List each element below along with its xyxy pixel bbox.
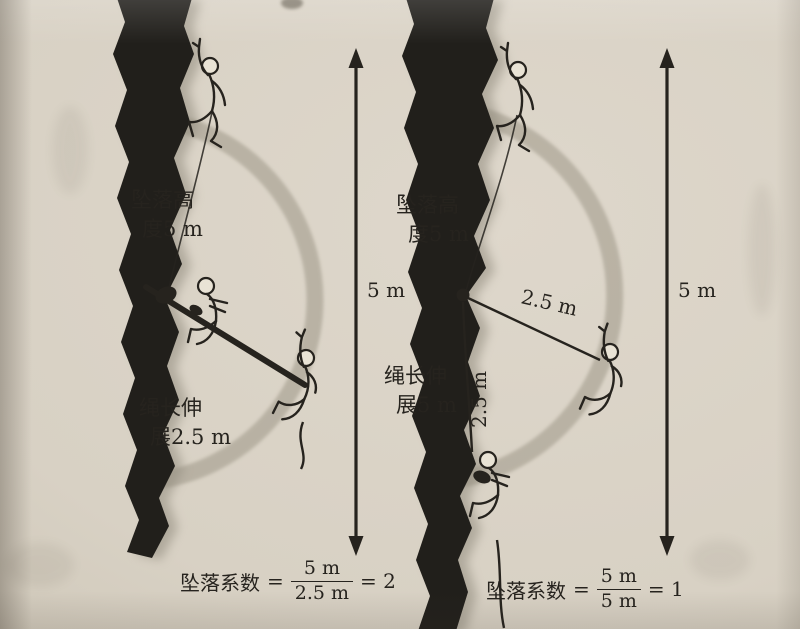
rope-extension-label-left-line2: 展2.5 m: [150, 425, 231, 449]
fall-height-label-right-line2: 度5 m: [408, 222, 469, 246]
height-arrow-right: [659, 48, 675, 556]
arrow-label-right: 5 m: [678, 278, 716, 302]
formula-numerator: 5 m: [600, 565, 637, 587]
formula-denominator: 2.5 m: [290, 580, 354, 605]
formula-label: 坠落系数: [486, 578, 566, 603]
diagonal-rope-label-right: 2.5 m: [519, 284, 580, 320]
formula-fraction: 5 m 2.5 m: [290, 557, 354, 605]
fall-factor-formula-left: 坠落系数 = 5 m 2.5 m = 2: [180, 557, 396, 605]
belay-device-right: [473, 470, 491, 484]
vertical-rope-label-right: 2.5 m: [467, 371, 491, 428]
formula-equals: =: [573, 577, 590, 602]
fall-factor-formula-right: 坠落系数 = 5 m 5 m = 1: [486, 565, 684, 613]
rope-left-tensioned: [143, 284, 308, 388]
scan-artifacts: [6, 106, 776, 587]
fall-height-label-left-line1: 坠落高: [131, 188, 194, 212]
rope-right-tail: [495, 539, 506, 629]
formula-label: 坠落系数: [180, 570, 260, 595]
formula-equals: =: [267, 569, 284, 594]
rope-extension-label-right-line1: 绳长伸: [384, 364, 447, 388]
binding-mark: [281, 0, 303, 9]
rope-left-tail: [299, 421, 305, 470]
swing-arc-left: [151, 110, 324, 490]
fall-height-label-left-line2: 度5 m: [142, 217, 203, 241]
rope-extension-label-left-line1: 绳长伸: [139, 396, 202, 420]
rope-right-upper: [465, 114, 518, 292]
height-arrow-left: [348, 48, 364, 556]
anchor-left: [155, 286, 177, 304]
formula-numerator: 5 m: [303, 557, 340, 579]
rope-left-upper: [167, 111, 213, 293]
rope-right-diagonal: [467, 296, 601, 362]
rope-extension-label-right-line2: 展5 m: [396, 393, 457, 417]
anchor-right: [456, 288, 470, 302]
arrow-label-left: 5 m: [367, 278, 405, 302]
formula-denominator: 5 m: [596, 588, 641, 613]
swing-arc-right: [446, 100, 624, 490]
fall-height-label-right-line1: 坠落高: [396, 193, 459, 217]
belay-device-left: [189, 304, 203, 316]
formula-fraction: 5 m 5 m: [596, 565, 641, 613]
formula-result: = 1: [647, 577, 684, 602]
formula-result: = 2: [360, 569, 396, 594]
rope-right-vertical: [461, 301, 474, 453]
